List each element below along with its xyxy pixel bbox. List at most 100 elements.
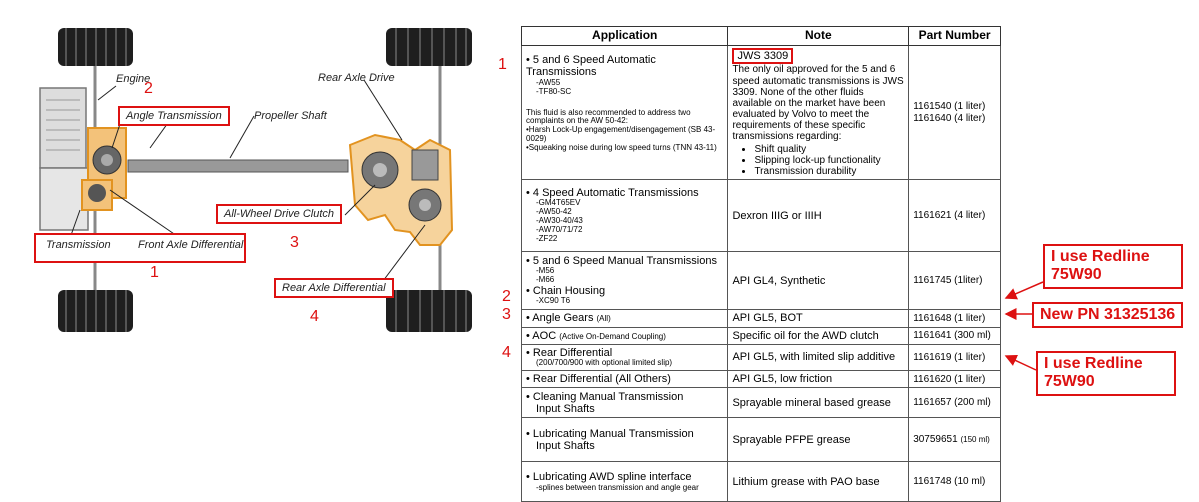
- row2-model: -AW30-40/43: [536, 216, 583, 226]
- row1-pn-line: 1161640 (4 liter): [913, 112, 986, 124]
- row6-app-small: (200/700/900 with optional limited slip): [536, 358, 673, 368]
- drivetrain-diagram: Engine 2 Angle Transmission Propeller Sh…: [0, 0, 500, 473]
- table-row: • Rear Differential (200/700/900 with op…: [520, 343, 1001, 372]
- row4-app-small: (All): [596, 314, 611, 324]
- row1-app-title: • 5 and 6 Speed Automatic Transmissions: [526, 54, 656, 79]
- table-row: • Lubricating AWD spline interface -spli…: [520, 461, 1001, 502]
- row5-part-number: 1161641 (300 ml): [908, 326, 1001, 345]
- table-row: • 5 and 6 Speed Manual Transmissions -M5…: [520, 251, 1001, 311]
- row3-application: • 5 and 6 Speed Manual Transmissions -M5…: [520, 251, 729, 311]
- rear-axle-differential-label: Rear Axle Differential: [274, 278, 394, 298]
- list-item: Slipping lock-up functionality: [754, 155, 904, 166]
- row4-part-number: 1161648 (1 liter): [908, 309, 1001, 328]
- row1-app-desc: This fluid is also recommended to addres…: [526, 107, 691, 126]
- row-marker-1: 1: [498, 56, 507, 73]
- engine-label: Engine: [116, 73, 151, 85]
- row5-app-main: • AOC: [526, 329, 560, 342]
- row10-app-line1: • Lubricating AWD spline interface: [526, 471, 692, 484]
- row-marker-3: 3: [502, 306, 511, 323]
- header-application: Application: [520, 26, 729, 46]
- awd-clutch-label: All-Wheel Drive Clutch: [216, 204, 343, 224]
- row2-app-title: • 4 Speed Automatic Transmissions: [526, 187, 699, 200]
- row2-model: -AW50-42: [536, 207, 572, 217]
- row8-app-line2: Input Shafts: [536, 402, 595, 415]
- row3-model: -M56: [536, 266, 555, 276]
- tire-front-left-icon: [58, 28, 133, 66]
- header-part-number: Part Number: [908, 26, 1001, 46]
- row1-note-list: Shift quality Slipping lock-up functiona…: [732, 144, 904, 178]
- row3-part-number: 1161745 (1liter): [908, 251, 1001, 311]
- row8-application: • Cleaning Manual Transmission Input Sha…: [520, 387, 729, 419]
- transmission-front-diff-box: Transmission Front Axle Differential: [34, 233, 246, 263]
- table-row: • Lubricating Manual Transmission Input …: [520, 417, 1001, 463]
- row1-part-number: 1161540 (1 liter) 1161640 (4 liter): [908, 44, 1001, 181]
- row7-note: API GL5, low friction: [727, 370, 910, 389]
- table-row: • AOC (Active On-Demand Coupling) Specif…: [520, 326, 1001, 345]
- row8-note: Sprayable mineral based grease: [727, 387, 910, 419]
- row9-app-line1: • Lubricating Manual Transmission: [526, 427, 694, 440]
- rear-axle-drive-icon: [348, 133, 454, 246]
- angle-transmission-label: Angle Transmission: [118, 106, 230, 126]
- table-row: • Cleaning Manual Transmission Input Sha…: [520, 387, 1001, 419]
- row9-pn-small: (150 ml): [960, 435, 990, 445]
- row1-note: JWS 3309 The only oil approved for the 5…: [727, 44, 910, 181]
- row-marker-2: 2: [502, 288, 511, 305]
- row5-note: Specific oil for the AWD clutch: [727, 326, 910, 345]
- redline-bottom-line1: I use Redline: [1044, 355, 1143, 372]
- diagram-number-3: 3: [290, 234, 299, 251]
- row10-part-number: 1161748 (10 ml): [908, 461, 1001, 502]
- jws-3309-highlight: JWS 3309: [732, 48, 794, 65]
- row4-app-main: • Angle Gears: [526, 312, 597, 325]
- row8-app-line1: • Cleaning Manual Transmission: [526, 390, 684, 403]
- row5-app-small: (Active On-Demand Coupling): [559, 331, 666, 341]
- propeller-shaft-icon: [127, 159, 349, 173]
- engine-block-icon: [39, 87, 89, 231]
- row2-model: -GM4T65EV: [536, 198, 581, 208]
- row3-app-title: • 5 and 6 Speed Manual Transmissions: [526, 254, 717, 267]
- list-item: Shift quality: [754, 144, 904, 155]
- row9-application: • Lubricating Manual Transmission Input …: [520, 417, 729, 463]
- row2-part-number: 1161621 (4 liter): [908, 179, 1001, 253]
- header-note: Note: [727, 26, 910, 46]
- rear-axle-drive-label: Rear Axle Drive: [318, 72, 395, 84]
- table-row: • Angle Gears (All) API GL5, BOT 1161648…: [520, 309, 1001, 328]
- row4-note: API GL5, BOT: [727, 309, 910, 328]
- row3-note: API GL4, Synthetic: [727, 251, 910, 311]
- row10-application: • Lubricating AWD spline interface -spli…: [520, 461, 729, 502]
- table-header-row: Application Note Part Number: [520, 26, 1001, 46]
- row9-pn-main: 30759651: [913, 434, 961, 446]
- row1-app-item: •Squeaking noise during low speed turns …: [526, 143, 717, 153]
- row9-part-number: 30759651 (150 ml): [908, 417, 1001, 463]
- redline-top-line1: I use Redline: [1051, 248, 1150, 265]
- row1-pn-line: 1161540 (1 liter): [913, 101, 986, 113]
- row3-model: -M66: [536, 275, 555, 285]
- row7-application: • Rear Differential (All Others): [520, 370, 729, 389]
- drivetrain-illustration: [39, 28, 472, 332]
- row9-app-line2: Input Shafts: [536, 439, 595, 452]
- arrow-redline-top: [1004, 281, 1044, 300]
- row1-application: • 5 and 6 Speed Automatic Transmissions …: [520, 44, 729, 181]
- row7-part-number: 1161620 (1 liter): [908, 370, 1001, 389]
- new-pn-text: New PN 31325136: [1040, 306, 1176, 323]
- table-row: • 4 Speed Automatic Transmissions -GM4T6…: [520, 179, 1001, 253]
- row10-app-small: -splines between transmission and angle …: [536, 482, 699, 492]
- row9-note: Sprayable PFPE grease: [727, 417, 910, 463]
- row6-part-number: 1161619 (1 liter): [908, 343, 1001, 372]
- propeller-shaft-label: Propeller Shaft: [254, 110, 327, 122]
- row2-note: Dexron IIIG or IIIH: [727, 179, 910, 253]
- arrow-redline-bottom: [1004, 355, 1037, 371]
- diagram-number-4: 4: [310, 308, 319, 325]
- row2-model: -AW70/71/72: [536, 225, 583, 235]
- redline-callout-top: I use Redline 75W90: [1043, 244, 1183, 289]
- diagram-number-2: 2: [144, 80, 153, 97]
- row8-part-number: 1161657 (200 ml): [908, 387, 1001, 419]
- table-row: • 5 and 6 Speed Automatic Transmissions …: [520, 44, 1001, 181]
- angle-transmission-icon: [81, 127, 127, 211]
- redline-top-line2: 75W90: [1051, 266, 1102, 284]
- diagram-number-1: 1: [150, 264, 159, 281]
- row2-application: • 4 Speed Automatic Transmissions -GM4T6…: [520, 179, 729, 253]
- list-item: Transmission durability: [754, 166, 904, 177]
- row6-app-main: • Rear Differential: [526, 346, 613, 359]
- tire-rear-left-icon: [386, 28, 472, 66]
- row10-note: Lithium grease with PAO base: [727, 461, 910, 502]
